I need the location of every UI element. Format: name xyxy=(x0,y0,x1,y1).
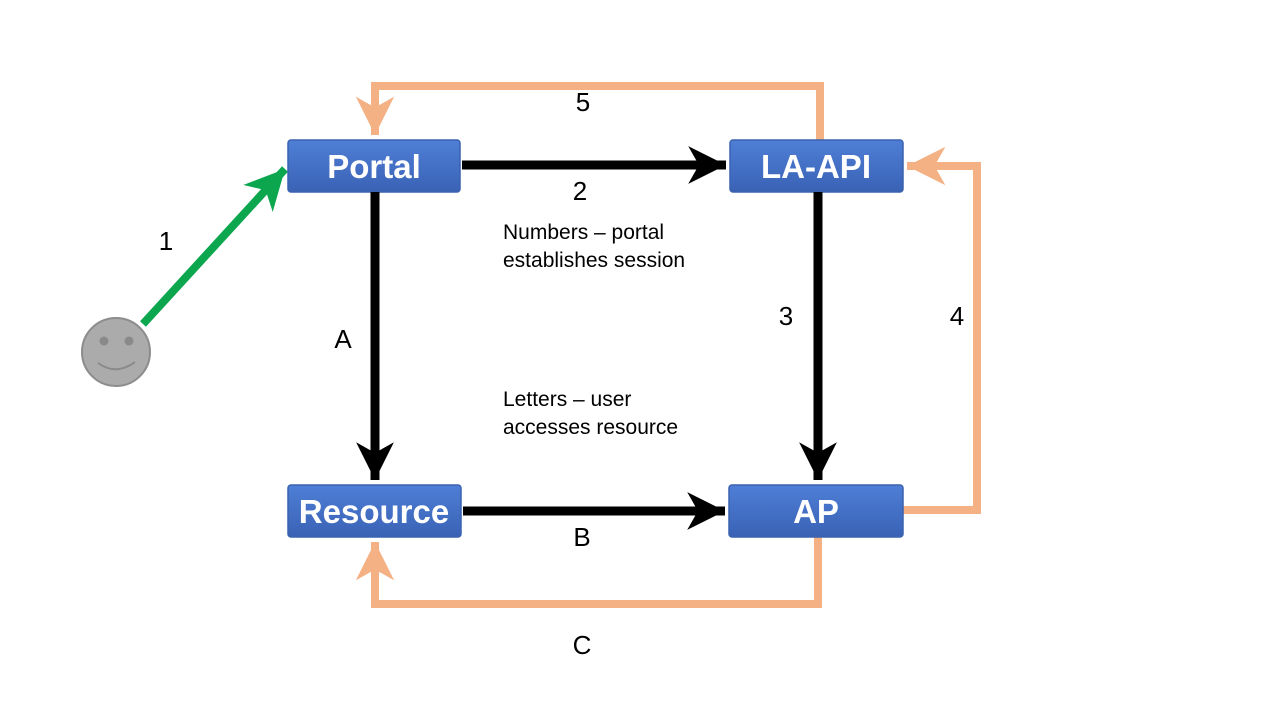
resource-box xyxy=(287,484,462,538)
edge-label-A: A xyxy=(334,324,352,354)
la-api-label: LA-API xyxy=(761,148,871,185)
legend-numbers-line1: Numbers – portal xyxy=(503,221,664,244)
legend-letters-line1: Letters – user xyxy=(503,388,631,411)
edge-label-5: 5 xyxy=(576,87,590,117)
edge-label-1: 1 xyxy=(159,226,173,256)
resource-label: Resource xyxy=(299,493,449,530)
smiley-face xyxy=(81,317,151,387)
ap-label: AP xyxy=(793,493,839,530)
node-resource: Resource xyxy=(287,484,462,538)
legend-letters-line2: accesses resource xyxy=(503,416,678,439)
smiley-left-eye xyxy=(99,336,109,346)
smiley-right-eye xyxy=(124,336,134,346)
arrow-5-laapi-to-portal xyxy=(355,82,824,141)
edge-label-B: B xyxy=(573,522,590,552)
edge-label-2: 2 xyxy=(573,176,587,206)
edge-label-4: 4 xyxy=(950,301,964,331)
edge-label-C: C xyxy=(573,630,592,660)
arrow-C-ap-to-resource xyxy=(355,537,822,608)
legend-numbers: Numbers – portal establishes session xyxy=(503,221,685,272)
arrow-1-user-to-portal xyxy=(140,166,288,327)
portal-label: Portal xyxy=(327,148,421,185)
node-la-api: LA-API xyxy=(729,139,904,193)
node-ap: AP xyxy=(728,484,904,538)
legend-letters: Letters – user accesses resource xyxy=(503,388,678,439)
user-smiley-icon xyxy=(81,317,151,387)
node-portal: Portal xyxy=(287,139,461,193)
ap-box xyxy=(728,484,904,538)
smiley-mouth xyxy=(97,361,136,371)
arrow-4-ap-to-laapi xyxy=(903,146,981,514)
edge-label-3: 3 xyxy=(779,301,793,331)
legend-numbers-line2: establishes session xyxy=(503,249,685,272)
